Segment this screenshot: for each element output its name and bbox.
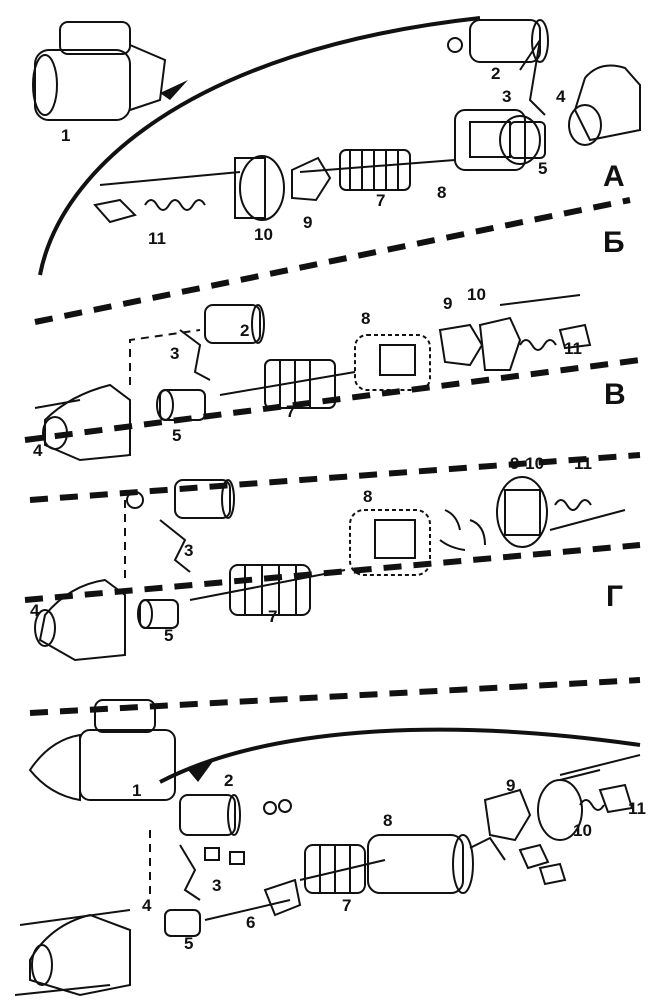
section-g-yoke-8 xyxy=(349,509,431,576)
section-a-fork-3 xyxy=(519,39,546,116)
section-b-pinion-5 xyxy=(156,389,206,421)
section-g-brushplate-9-10 xyxy=(496,476,548,548)
label-b-10: 10 xyxy=(467,285,486,304)
label-d-8: 8 xyxy=(383,811,393,830)
label-g-9-10: 9-10 xyxy=(510,454,545,473)
label-a-10: 10 xyxy=(254,225,273,244)
label-a-11: 11 xyxy=(148,229,166,248)
label-d-9: 9 xyxy=(506,776,516,795)
section-b-link xyxy=(129,329,201,385)
section-b-drive-housing-4 xyxy=(34,383,131,462)
label-d-4: 4 xyxy=(142,896,152,915)
label-d-7: 7 xyxy=(342,896,352,915)
label-d-6: 6 xyxy=(246,913,256,932)
label-g-5: 5 xyxy=(164,626,174,645)
label-d-3: 3 xyxy=(212,876,222,895)
section-g-fork-3 xyxy=(159,519,191,573)
section-d-starter-assembled xyxy=(28,699,176,802)
section-g-solenoid-2 xyxy=(126,479,235,519)
section-d-yoke-8 xyxy=(367,834,506,894)
section-a-solenoid-2 xyxy=(447,19,549,63)
section-a-yoke-8 xyxy=(454,109,526,171)
section-b-solenoid-2 xyxy=(204,304,265,344)
section-d-bolts-11 xyxy=(559,754,641,814)
separator-gd xyxy=(29,677,641,716)
section-d-fork-3 xyxy=(179,844,201,901)
label-d-5: 5 xyxy=(184,934,194,953)
section-b-armature-7 xyxy=(219,359,356,409)
section-b-yoke-8 xyxy=(354,334,431,391)
section-g-drive-housing-4 xyxy=(34,500,126,662)
label-a-4: 4 xyxy=(556,87,566,106)
label-d-11: 11 xyxy=(628,799,646,818)
section-a-assembly-arrow xyxy=(38,16,481,276)
label-a-7: 7 xyxy=(376,191,386,210)
label-d-1: 1 xyxy=(132,781,142,800)
section-letter-b: Б xyxy=(603,226,625,259)
label-b-8: 8 xyxy=(361,309,371,328)
section-b-endcap-10 xyxy=(478,294,581,371)
label-b-4: 4 xyxy=(33,441,43,460)
separator-bg xyxy=(29,452,641,503)
label-g-3: 3 xyxy=(184,541,194,560)
section-a-starter-assembled xyxy=(32,21,167,121)
section-g-pinion-5 xyxy=(137,599,179,629)
section-d-solenoid-2 xyxy=(179,794,292,836)
section-d-brushplate-9 xyxy=(483,788,532,842)
section-d-shaft-6 xyxy=(204,878,302,921)
separator-ab xyxy=(34,197,631,325)
label-d-10: 10 xyxy=(573,821,592,840)
label-g-7: 7 xyxy=(268,607,278,626)
label-d-2: 2 xyxy=(224,771,234,790)
section-g-bolts-11 xyxy=(549,499,626,531)
label-b-3: 3 xyxy=(170,344,180,363)
label-a-8: 8 xyxy=(437,183,447,202)
section-d-armature-7 xyxy=(299,844,386,894)
section-a-bolts-11 xyxy=(93,171,241,224)
section-a-armature-7 xyxy=(299,149,456,191)
section-d-assembly-arrow xyxy=(159,727,641,784)
section-a-brushplate-9 xyxy=(291,156,332,202)
label-g-4: 4 xyxy=(30,601,40,620)
label-g-11: 11 xyxy=(574,454,592,473)
section-b-bolts-11 xyxy=(519,323,592,351)
label-g-8: 8 xyxy=(363,487,373,506)
section-d-drive-housing-4 xyxy=(14,830,151,997)
label-a-1: 1 xyxy=(61,126,71,145)
label-a-2: 2 xyxy=(491,64,501,83)
section-letter-a: А xyxy=(603,160,625,193)
section-d-pinion-5 xyxy=(164,909,201,937)
label-b-2: 2 xyxy=(240,321,250,340)
label-b-7: 7 xyxy=(286,402,296,421)
label-b-9: 9 xyxy=(443,294,453,313)
label-a-9: 9 xyxy=(303,213,313,232)
label-a-3: 3 xyxy=(502,87,512,106)
section-letter-g: Г xyxy=(606,580,624,613)
label-a-5: 5 xyxy=(538,159,548,178)
section-g-armature-7 xyxy=(189,564,346,616)
section-b-brushplate-9 xyxy=(438,323,484,367)
section-d-endcap-10 xyxy=(537,769,601,841)
section-b-fork-3 xyxy=(179,329,211,381)
section-a-drive-housing-4 xyxy=(568,64,641,146)
section-a-endcap-10 xyxy=(234,155,285,221)
separator-b-mid xyxy=(24,357,641,443)
label-b-11: 11 xyxy=(564,339,582,358)
label-b-5: 5 xyxy=(172,426,182,445)
section-letter-v: В xyxy=(604,378,626,411)
